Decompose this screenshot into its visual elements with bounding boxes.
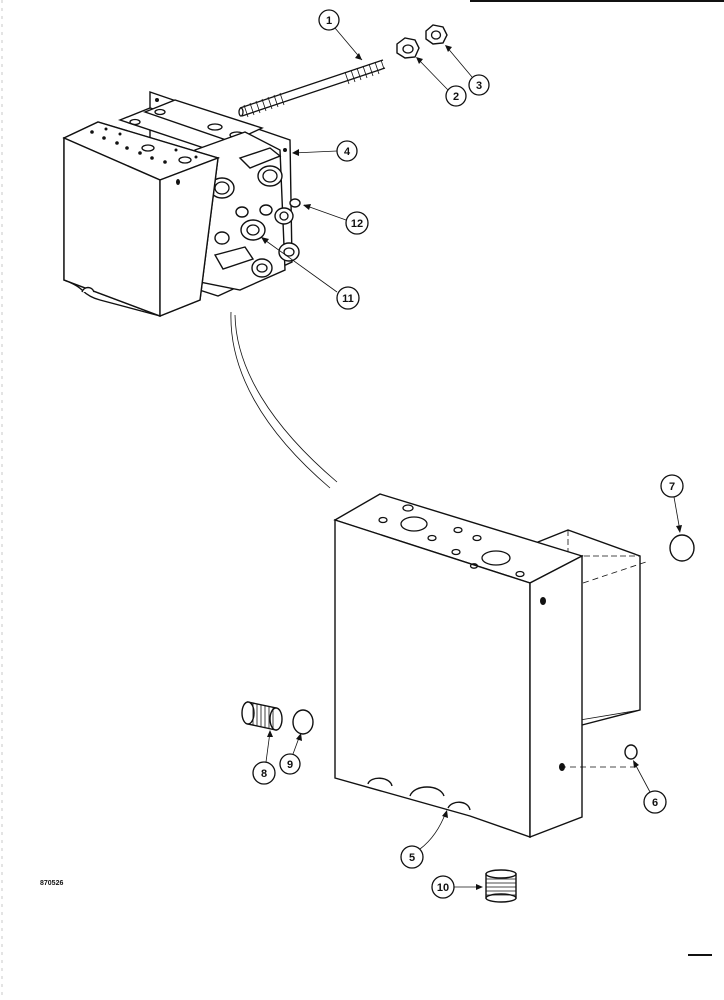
svg-text:5: 5 <box>409 852 415 864</box>
callout-1: 1 <box>318 9 363 61</box>
svg-text:8: 8 <box>261 768 267 780</box>
callout-8: 8 <box>252 730 276 785</box>
nut-part-3 <box>425 24 448 45</box>
plug-part-10 <box>485 869 517 903</box>
svg-text:2: 2 <box>453 91 459 103</box>
svg-text:12: 12 <box>351 218 363 230</box>
valve-assembly <box>62 91 301 318</box>
svg-text:7: 7 <box>669 481 675 493</box>
callout-11: 11 <box>261 237 360 310</box>
svg-text:10: 10 <box>437 882 449 894</box>
tie-rod <box>238 59 386 118</box>
svg-text:1: 1 <box>326 15 332 27</box>
end-block <box>333 493 647 839</box>
plug-part-8 <box>241 701 283 731</box>
callout-12: 12 <box>303 204 369 235</box>
callout-6: 6 <box>633 760 667 814</box>
nut-part-2 <box>396 37 420 59</box>
o-ring-part-7 <box>669 534 695 562</box>
svg-text:4: 4 <box>344 146 351 158</box>
figure-number: 870526 <box>40 880 63 887</box>
svg-text:9: 9 <box>287 759 293 771</box>
svg-text:11: 11 <box>342 293 354 305</box>
o-ring-part-6 <box>624 744 638 760</box>
svg-text:6: 6 <box>652 797 658 809</box>
callout-10: 10 <box>431 875 483 899</box>
callout-7: 7 <box>660 474 684 533</box>
cap-part-9 <box>292 709 314 735</box>
callout-9: 9 <box>279 733 302 775</box>
callout-3: 3 <box>445 45 490 96</box>
callout-5: 5 <box>400 810 448 869</box>
sweep-arc <box>230 311 338 489</box>
callout-4: 4 <box>292 140 358 162</box>
callout-2: 2 <box>416 57 467 107</box>
svg-text:3: 3 <box>476 80 482 92</box>
